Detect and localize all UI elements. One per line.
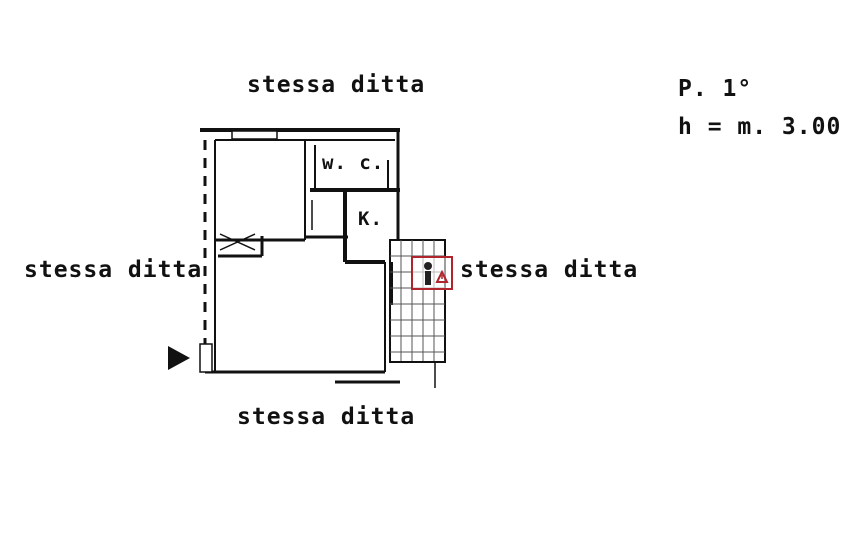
entrance-arrow-icon xyxy=(168,346,190,370)
info-warning-marker[interactable] xyxy=(411,256,453,290)
label-kitchen: K. xyxy=(358,208,383,230)
label-right-neighbor: stessa ditta xyxy=(460,257,639,283)
window-top xyxy=(231,130,278,140)
label-floor: P. 1° xyxy=(678,76,753,102)
label-bottom-neighbor: stessa ditta xyxy=(237,404,416,430)
label-ceiling-height: h = m. 3.00 xyxy=(678,114,842,140)
label-top-neighbor: stessa ditta xyxy=(247,72,426,98)
cross-line-2 xyxy=(219,233,256,251)
entrance-door xyxy=(199,343,213,373)
label-left-neighbor: stessa ditta xyxy=(24,257,203,283)
info-warning-icon xyxy=(424,262,449,285)
label-wc: w. c. xyxy=(322,152,385,174)
